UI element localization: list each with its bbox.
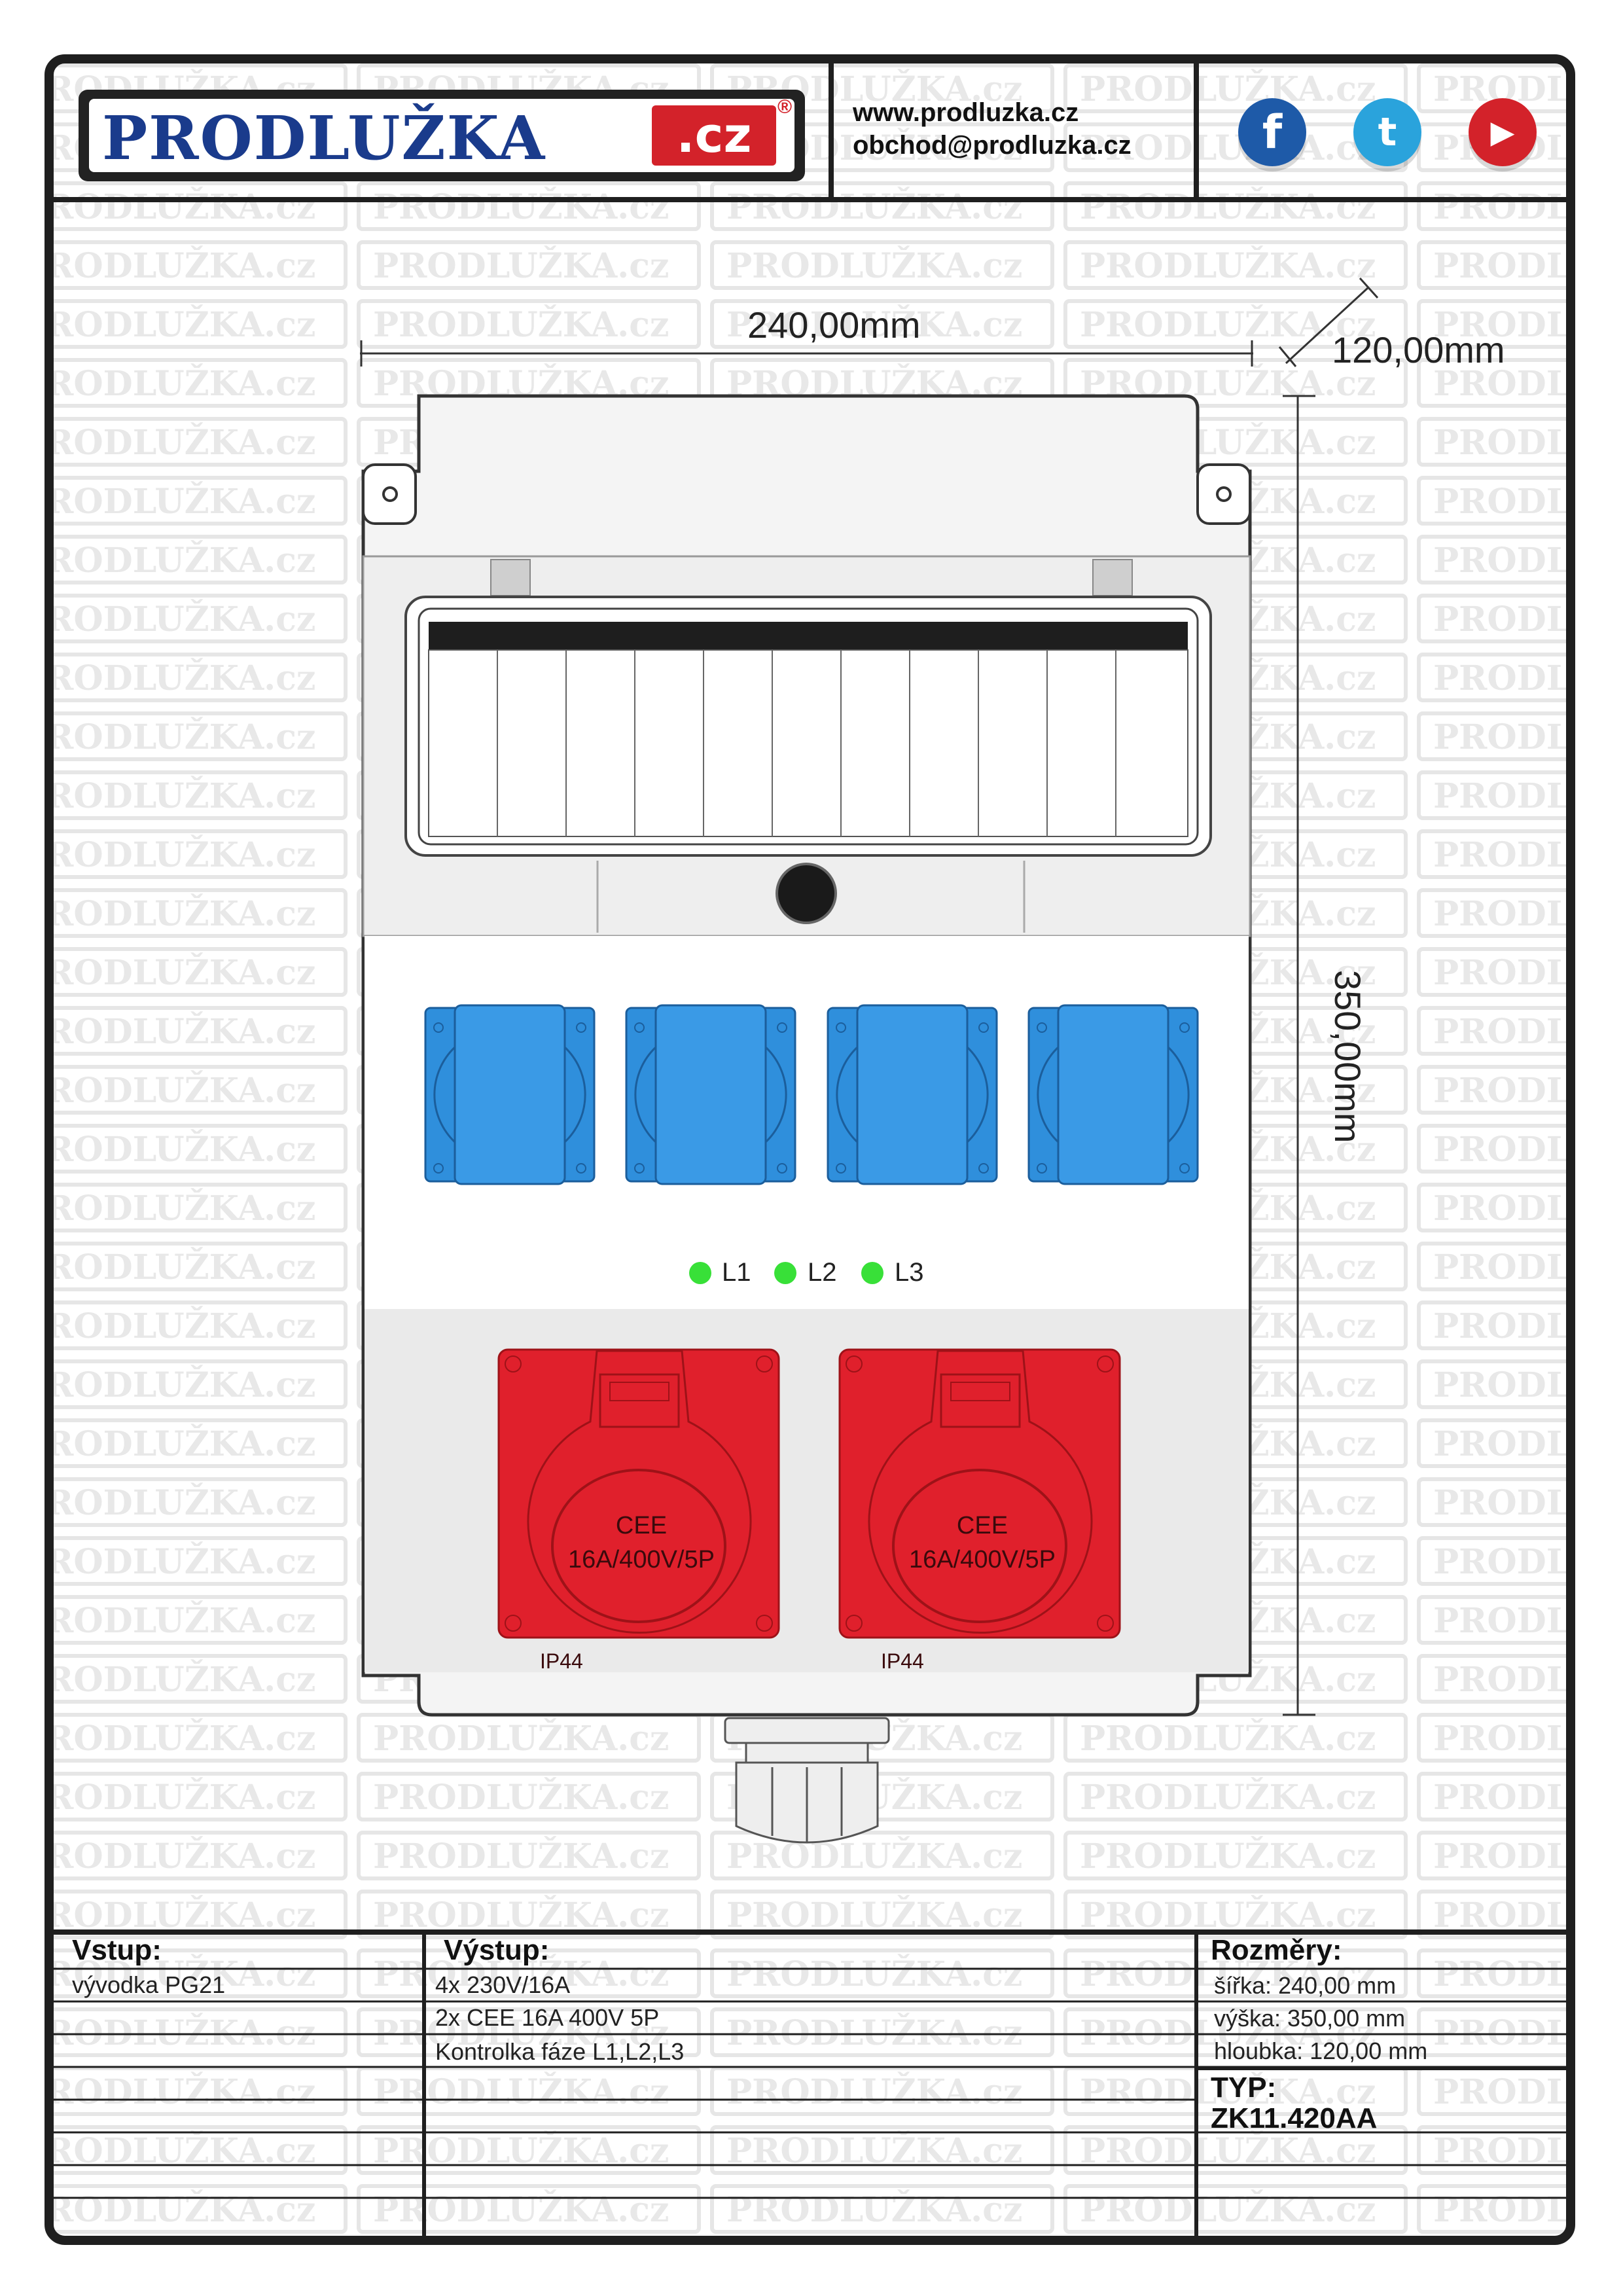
lock-icon [776,863,837,924]
type-code: ZK11.420AA [1211,2102,1378,2134]
cee-rating: 16A/400V/5P [568,1546,715,1573]
cee-label: CEE [615,1512,668,1539]
output-heading: Výstup: [444,1934,550,1966]
dimension-height: výška: 350,00 mm [1214,2005,1406,2032]
dimensions-heading: Rozměry: [1211,1934,1342,1966]
youtube-icon[interactable]: ▶ [1469,98,1537,166]
output-item: 4x 230V/16A [435,1971,571,1998]
cee-rating: 16A/400V/5P [909,1546,1056,1573]
cable-gland [724,1717,890,1844]
ip-rating: IP44 [881,1649,924,1673]
dimension-width: šířka: 240,00 mm [1214,1972,1397,1999]
type-heading: TYP: [1211,2072,1277,2104]
brand-logo: PRODLUŽKA .cz ® [79,90,805,181]
cee-socket [497,1348,780,1639]
depth-dimension-label: 120,00mm [1332,329,1505,370]
logo-domain-badge: .cz [652,105,776,166]
cee-label: CEE [956,1512,1008,1539]
width-dimension-label: 240,00mm [747,304,921,346]
schuko-socket [424,1004,596,1185]
led-l3-indicator [861,1262,883,1284]
output-item: 2x CEE 16A 400V 5P [435,2004,660,2031]
cee-socket [838,1348,1121,1639]
din-rail [429,622,1188,650]
led-label: L3 [895,1258,924,1287]
registered-mark: ® [777,96,793,118]
email-link[interactable]: obchod@prodluzka.cz [853,131,1132,160]
output-item: Kontrolka fáze L1,L2,L3 [435,2038,685,2065]
outer-frame [45,54,1575,2245]
schuko-sockets [424,1004,1199,1185]
logo-brand-text: PRODLUŽKA [102,103,546,173]
ip-rating: IP44 [540,1649,583,1673]
height-dimension-label: 350,00mm [1327,970,1368,1143]
led-label: L1 [722,1258,751,1287]
input-item: vývodka PG21 [72,1971,226,1998]
led-label: L2 [808,1258,837,1287]
schuko-socket [625,1004,796,1185]
led-l2-indicator [774,1262,796,1284]
dimension-depth: hloubka: 120,00 mm [1214,2037,1428,2064]
input-heading: Vstup: [72,1934,162,1966]
facebook-icon[interactable]: f [1238,98,1306,166]
schuko-socket [827,1004,998,1185]
schuko-socket [1027,1004,1199,1185]
led-l1-indicator [689,1262,711,1284]
twitter-icon[interactable]: t [1353,98,1421,166]
website-link[interactable]: www.prodluzka.cz [853,98,1079,127]
